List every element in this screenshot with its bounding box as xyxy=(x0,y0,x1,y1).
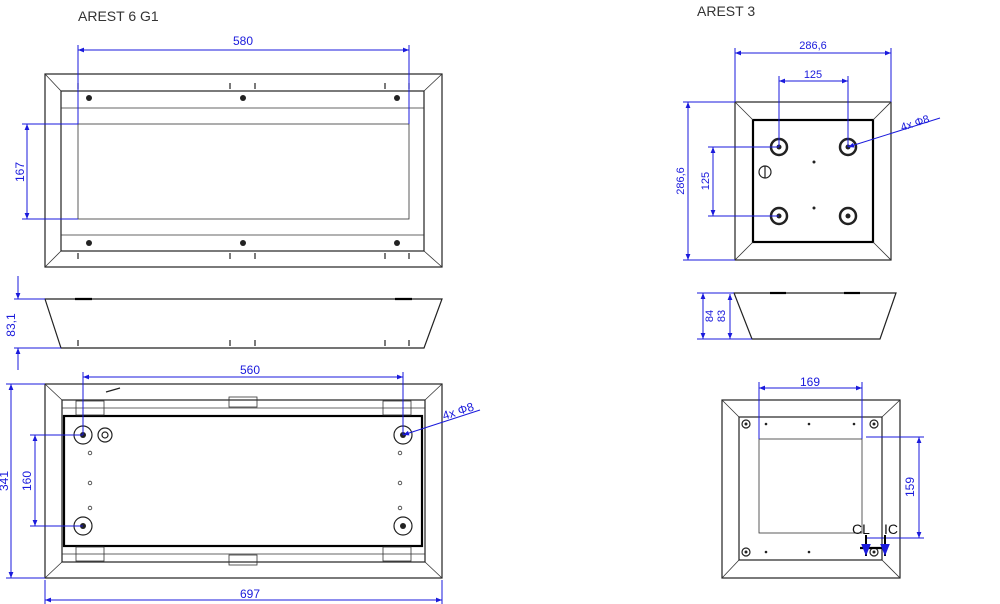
dim-arest3-holes-leader: 4x Φ8 xyxy=(847,113,941,148)
label-ic: IC xyxy=(884,521,898,537)
arest6-bottom-view xyxy=(44,383,443,579)
dim-arest6-bottom-total-width: 697 xyxy=(44,580,443,604)
dim-arest6-bottom-total-height: 341 xyxy=(0,383,45,579)
arest6-side-view xyxy=(44,297,443,349)
dim-text-83-1: 83,1 xyxy=(4,313,18,337)
dim-text-580: 580 xyxy=(233,34,253,48)
dim-text-holes-arest3: 4x Φ8 xyxy=(899,113,931,134)
dim-text-697: 697 xyxy=(240,587,260,601)
dim-text-341: 341 xyxy=(0,471,11,491)
arest6-title: AREST 6 G1 xyxy=(78,8,159,24)
dim-arest3-bottom-height: 159 xyxy=(866,436,924,539)
dim-text-84: 84 xyxy=(704,310,716,322)
dim-text-159: 159 xyxy=(903,477,917,497)
dim-text-83: 83 xyxy=(716,310,728,322)
arest3-title: AREST 3 xyxy=(697,3,755,19)
dim-text-167: 167 xyxy=(13,162,27,182)
arest3-top-view xyxy=(734,101,892,261)
dim-arest3-top-width: 286,6 xyxy=(734,40,892,102)
dim-text-286-6-h: 286,6 xyxy=(799,40,827,52)
dim-arest3-bottom-width: 169 xyxy=(758,375,863,439)
dim-text-169: 169 xyxy=(800,375,820,389)
dim-arest3-top-hole-spacing-v: 125 xyxy=(700,146,779,217)
dim-arest6-bottom-inner-width: 560 xyxy=(82,363,404,435)
dim-arest3-top-hole-spacing-h: 125 xyxy=(778,69,849,147)
dim-text-holes-arest6: 4x Φ8 xyxy=(441,399,476,422)
dim-arest6-side-height: 83,1 xyxy=(4,276,61,370)
dim-arest6-top-width: 580 xyxy=(77,34,410,124)
dim-text-125-v: 125 xyxy=(700,172,712,190)
dim-text-125-h: 125 xyxy=(804,69,822,81)
arest6-top-view xyxy=(44,73,443,268)
dim-text-286-6-v: 286,6 xyxy=(675,167,687,195)
cl-ic-markers: CL IC xyxy=(852,521,898,556)
dim-arest3-side-heights: 84 83 xyxy=(697,292,752,340)
label-cl: CL xyxy=(852,521,870,537)
dim-text-160: 160 xyxy=(20,471,34,491)
dim-arest6-top-height: 167 xyxy=(13,123,78,220)
dim-arest3-top-height: 286,6 xyxy=(675,101,735,261)
dim-text-560: 560 xyxy=(240,363,260,377)
arest3-bottom-view xyxy=(721,399,901,579)
arest3-side-view xyxy=(733,291,897,340)
dim-arest6-bottom-hole-spacing: 160 xyxy=(20,434,83,527)
